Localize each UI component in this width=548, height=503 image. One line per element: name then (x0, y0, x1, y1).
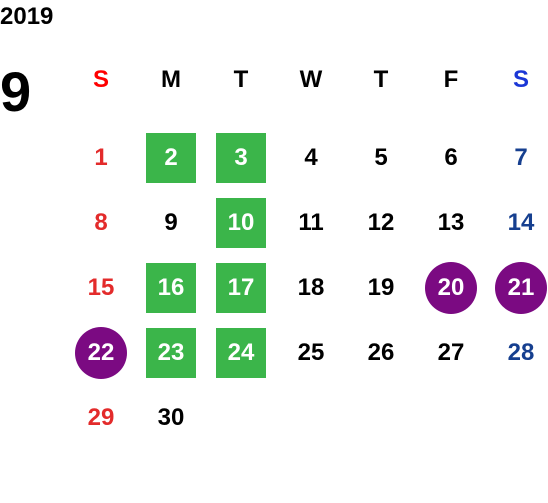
day-10[interactable]: 10 (216, 197, 266, 248)
day-20[interactable]: 20 (425, 261, 477, 314)
calendar-cell: 23 (136, 320, 206, 385)
day-13[interactable]: 13 (437, 208, 465, 236)
day-22[interactable]: 22 (75, 326, 127, 379)
weekday-header-thu: T (373, 66, 389, 93)
calendar-cell: 25 (276, 320, 346, 385)
calendar-cell: 26 (346, 320, 416, 385)
day-3[interactable]: 3 (216, 132, 266, 183)
calendar-cell: 10 (206, 190, 276, 255)
calendar-cell: 27 (416, 320, 486, 385)
day-8[interactable]: 8 (94, 208, 108, 236)
calendar-cell: 12 (346, 190, 416, 255)
weekday-header-tue: T (233, 66, 249, 93)
calendar-cell: 20 (416, 255, 486, 320)
day-21[interactable]: 21 (495, 261, 547, 314)
calendar-cell (276, 385, 346, 450)
calendar-cell: 8 (66, 190, 136, 255)
day-24[interactable]: 24 (216, 327, 266, 378)
calendar-cell: 15 (66, 255, 136, 320)
day-7[interactable]: 7 (514, 143, 528, 171)
day-12[interactable]: 12 (367, 208, 395, 236)
calendar-cell (346, 385, 416, 450)
calendar-cell: 1 (66, 125, 136, 190)
empty-day (286, 393, 336, 443)
calendar-cell: 3 (206, 125, 276, 190)
empty-day (496, 393, 546, 443)
calendar-cell: 17 (206, 255, 276, 320)
empty-day (216, 393, 266, 443)
day-15[interactable]: 15 (87, 273, 115, 301)
weekday-header-fri: F (443, 66, 459, 93)
day-11[interactable]: 11 (298, 208, 324, 236)
empty-day (356, 393, 406, 443)
calendar-cell (486, 385, 548, 450)
day-1[interactable]: 1 (94, 143, 108, 171)
month-number: 9 (0, 60, 32, 123)
day-2[interactable]: 2 (146, 132, 196, 183)
day-4[interactable]: 4 (304, 143, 318, 171)
weekday-header-mon: M (161, 66, 181, 93)
day-27[interactable]: 27 (437, 338, 465, 366)
calendar-cell: 11 (276, 190, 346, 255)
day-29[interactable]: 29 (87, 403, 115, 431)
calendar-cell: 18 (276, 255, 346, 320)
calendar-cell: 6 (416, 125, 486, 190)
calendar-cell: 16 (136, 255, 206, 320)
day-6[interactable]: 6 (444, 143, 458, 171)
day-26[interactable]: 26 (367, 338, 395, 366)
day-28[interactable]: 28 (507, 338, 535, 366)
calendar-cell: 14 (486, 190, 548, 255)
weekday-header-wed: W (299, 66, 323, 93)
calendar-cell: 30 (136, 385, 206, 450)
day-17[interactable]: 17 (216, 262, 266, 313)
calendar-cell: 5 (346, 125, 416, 190)
calendar-cell (416, 385, 486, 450)
day-14[interactable]: 14 (507, 208, 535, 236)
calendar-cell: 7 (486, 125, 548, 190)
calendar-cell: 13 (416, 190, 486, 255)
calendar-cell: 2 (136, 125, 206, 190)
day-9[interactable]: 9 (164, 208, 178, 236)
calendar-cell: 21 (486, 255, 548, 320)
calendar-cell: 4 (276, 125, 346, 190)
day-5[interactable]: 5 (374, 143, 388, 171)
calendar-cell: 28 (486, 320, 548, 385)
empty-day (426, 393, 476, 443)
weekday-header-sun: S (92, 66, 109, 93)
day-18[interactable]: 18 (297, 273, 325, 301)
day-30[interactable]: 30 (157, 403, 185, 431)
calendar-cell (206, 385, 276, 450)
year-label: 2019 (0, 3, 54, 30)
calendar-cell: 24 (206, 320, 276, 385)
calendar-cell: 19 (346, 255, 416, 320)
calendar-cell: 9 (136, 190, 206, 255)
weekday-header-sat: S (512, 66, 529, 93)
calendar-cell: 22 (66, 320, 136, 385)
day-19[interactable]: 19 (367, 273, 395, 301)
day-25[interactable]: 25 (297, 338, 325, 366)
calendar-cell: 29 (66, 385, 136, 450)
day-23[interactable]: 23 (146, 327, 196, 378)
day-16[interactable]: 16 (146, 262, 196, 313)
